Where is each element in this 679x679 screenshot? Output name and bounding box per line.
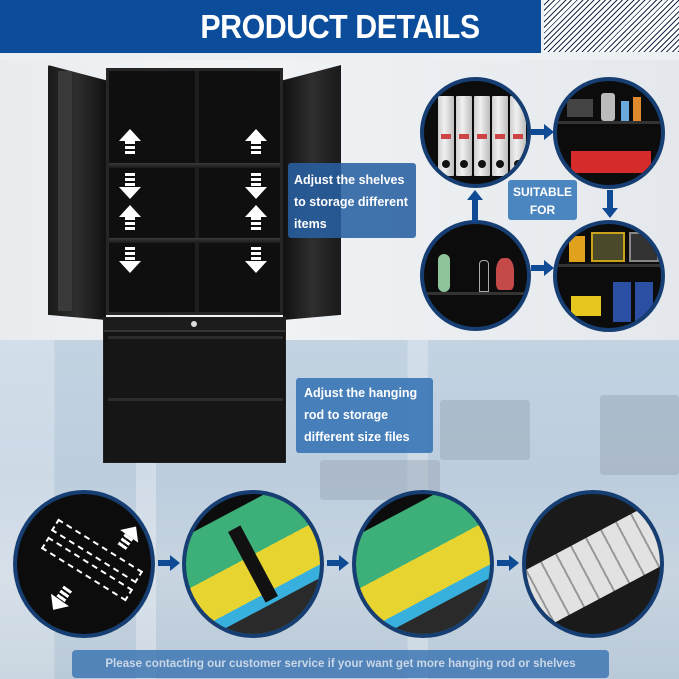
oil-bottle [635,282,653,322]
shelf [109,238,280,243]
arrow-right-icon [339,555,349,571]
binder [456,96,472,176]
connector-arrow [531,129,547,135]
tool-case [629,232,659,262]
lock-icon [191,321,197,327]
suitable-for-badge: SUITABLE FOR [508,180,577,220]
arrow-down-icon [119,247,141,275]
arrow-up-icon [245,205,267,233]
shelf [109,163,280,168]
bottle [621,101,629,121]
callout-line: to storage different [294,195,408,209]
callout-line: rod to storage [304,408,389,422]
arrow-up-icon [467,190,483,200]
cabinet-divider [195,71,199,312]
binder [474,96,490,176]
shelf [557,121,661,124]
arrow-up-icon [111,520,146,556]
cabinet-door-left [48,65,106,320]
binder [510,96,526,176]
suitable-line: SUITABLE [512,185,573,199]
drawer [108,336,283,398]
header-bar: PRODUCT DETAILS [0,0,541,53]
circle-binders [420,77,531,188]
binder [438,96,454,176]
parts-bins [571,151,651,173]
arrow-right-icon [544,260,554,276]
arrow-up-icon [119,129,141,157]
connector-arrow [472,200,478,222]
arrow-down-icon [245,173,267,201]
suitable-line: FOR [529,203,556,217]
cactus-figure [438,254,450,292]
callout-adjust-shelves: Adjust the shelves to storage different … [288,163,416,238]
tool-case [591,232,625,262]
cabinet-drawer-unit [103,317,286,463]
drawer [108,398,283,460]
arrow-up-icon [245,129,267,157]
circle-tools-bins [553,77,665,189]
drawer-top-rail [104,318,285,332]
callout-adjust-hanging-rod: Adjust the hanging rod to storage differ… [296,378,433,453]
arrow-right-icon [170,555,180,571]
wine-glass [479,260,489,292]
step-circle-rod [13,490,155,638]
connector-arrow [497,560,511,566]
page-title: PRODUCT DETAILS [200,8,480,45]
step-circle-binders [522,490,664,638]
arrow-right-icon [509,555,519,571]
bg-desk [440,400,530,460]
tool [569,236,585,262]
yellow-bin [571,296,601,316]
arrow-right-icon [544,124,554,140]
step-circle-files-split [182,490,324,638]
step-circle-files-combined [352,490,494,638]
binder [492,96,508,176]
toolbox [567,99,593,117]
footer-note: Please contacting our customer service i… [72,650,609,678]
shelf [424,292,527,295]
header-stripe-decoration [544,0,679,52]
arrow-down-icon [245,247,267,275]
bg-desk [600,395,679,475]
arrow-down-icon [43,582,77,618]
connector-arrow [327,560,341,566]
arrow-up-icon [119,205,141,233]
callout-line: Adjust the shelves [294,173,405,187]
arrow-down-icon [119,173,141,201]
circle-decor [420,220,531,331]
spray-gun [601,93,615,121]
oil-bottle [613,282,631,322]
cabinet-interior [106,68,283,315]
binders-row [526,497,660,631]
connector-arrow [158,560,172,566]
circle-tools-oil [553,220,665,332]
shelf [557,264,661,267]
bottle [633,97,641,121]
decanter [496,258,514,290]
callout-line: different size files [304,430,410,444]
callout-line: Adjust the hanging [304,386,418,400]
connector-arrow [607,190,613,210]
connector-arrow [531,265,547,271]
cabinet-image [48,65,343,465]
arrow-down-icon [602,208,618,218]
callout-line: items [294,217,327,231]
